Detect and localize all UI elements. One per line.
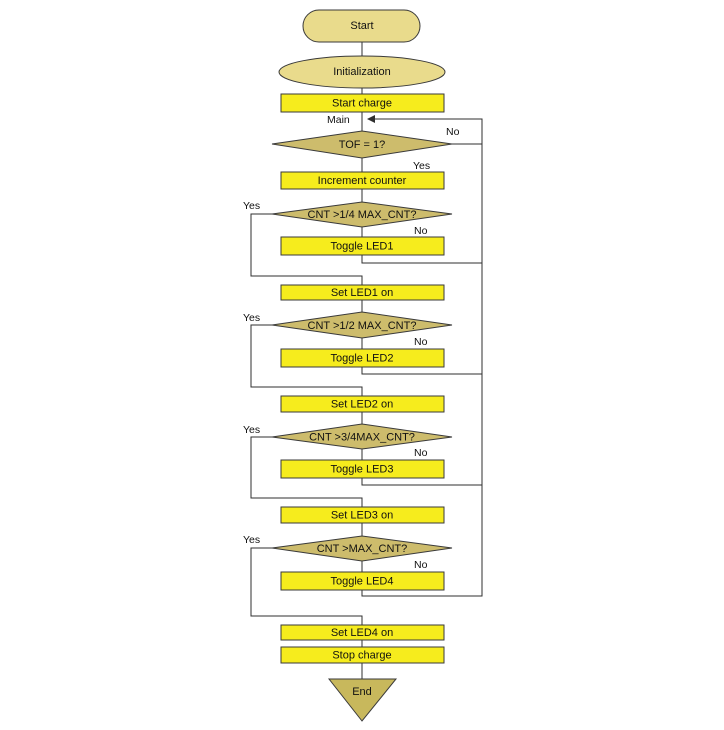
start-terminal [302,9,421,43]
edge-m-yes [250,547,363,625]
toggle-led1-box [280,236,445,256]
increment-counter-label: Increment counter [318,175,407,187]
edge-h-yes [250,324,363,396]
cnt-three-quarter-decision [271,423,453,450]
toggle-led3-box [280,459,445,479]
edge-tof-no-loop [367,115,483,145]
cnt-max-label: CNT >MAX_CNT? [317,543,408,555]
stop-charge-box [280,646,445,664]
three-quarter-no-label: No [414,447,428,459]
cnt-three-quarter-label: CNT >3/4MAX_CNT? [309,431,415,443]
stop-charge-label: Stop charge [332,649,391,661]
start-label: Start [350,20,373,32]
edge-t-yes [250,436,363,507]
edge-q-yes [250,213,363,285]
set-led3-on-box [280,506,445,524]
cnt-quarter-decision [271,201,453,228]
set-led4-on-label: Set LED4 on [331,627,393,639]
edge-toggle2-loop [361,367,482,375]
max-yes-label: Yes [243,534,260,546]
tof-label: TOF = 1? [339,139,386,151]
toggle-led1-label: Toggle LED1 [331,240,394,252]
end-label: End [352,686,372,698]
initialization-label: Initialization [333,66,390,78]
edge-toggle3-loop [361,478,482,486]
cnt-quarter-label: CNT >1/4 MAX_CNT? [308,209,417,221]
tof-yes-label: Yes [413,160,430,172]
cnt-half-decision [271,311,453,339]
start-charge-label: Start charge [332,97,392,109]
edge-labels: Main No Yes Yes No Yes No Yes No Yes No [243,114,460,571]
half-no-label: No [414,336,428,348]
toggle-led2-box [280,348,445,368]
half-yes-label: Yes [243,312,260,324]
toggle-led4-box [280,571,445,591]
toggle-led3-label: Toggle LED3 [331,463,394,475]
end-terminal [327,678,398,722]
initialization-node [278,55,446,89]
main-label: Main [327,114,350,126]
nodes: Start Initialization Start charge TOF = … [271,9,453,722]
set-led3-on-label: Set LED3 on [331,509,393,521]
set-led1-on-box [280,284,445,301]
start-charge-box [280,93,445,113]
set-led1-on-label: Set LED1 on [331,287,393,299]
set-led2-on-box [280,395,445,413]
cnt-half-label: CNT >1/2 MAX_CNT? [308,320,417,332]
tof-decision [271,130,453,159]
toggle-led4-label: Toggle LED4 [331,575,394,587]
quarter-no-label: No [414,225,428,237]
set-led2-on-label: Set LED2 on [331,398,393,410]
max-no-label: No [414,559,428,571]
three-quarter-yes-label: Yes [243,424,260,436]
cnt-max-decision [271,535,453,562]
toggle-led2-label: Toggle LED2 [331,352,394,364]
quarter-yes-label: Yes [243,200,260,212]
edge-toggle4-loop [361,144,483,597]
increment-counter-box [280,171,445,190]
tof-no-label: No [446,126,460,138]
set-led4-on-box [280,624,445,641]
edge-toggle1-loop [361,255,482,264]
connectors [250,42,483,679]
